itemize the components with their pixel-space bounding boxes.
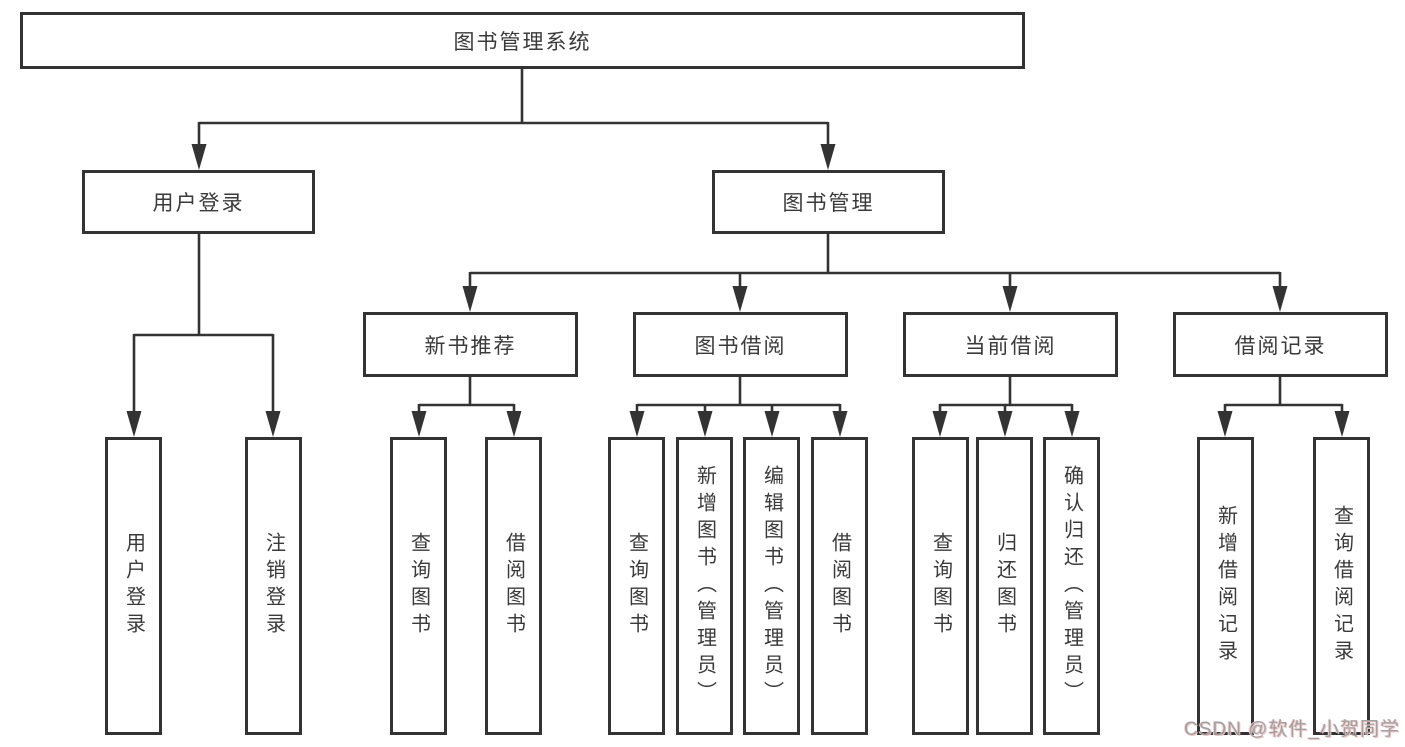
node-label: 图书借阅 [694,334,787,358]
node-label: 借阅图书 [502,532,525,640]
node-label: 注销登录 [262,532,285,640]
leaf-edit-book-admin: 编辑图书（管理员） [743,437,800,735]
leaf-query-books-3: 查询图书 [912,437,969,735]
node-new-book-recommend: 新书推荐 [363,312,578,377]
leaf-borrow-books-2: 借阅图书 [811,437,868,735]
node-root: 图书管理系统 [20,12,1025,69]
leaf-confirm-return-admin: 确认归还（管理员） [1043,437,1100,735]
arrowheads [126,144,1350,437]
leaf-query-books-1: 查询图书 [390,437,447,735]
node-label: 当前借阅 [964,334,1057,358]
node-label: 归还图书 [993,532,1016,640]
node-borrow-records: 借阅记录 [1173,312,1388,377]
node-label: 借阅记录 [1234,334,1327,358]
node-label: 用户登录 [122,532,145,640]
leaf-query-borrow-record: 查询借阅记录 [1313,437,1370,735]
leaf-logout: 注销登录 [245,437,302,735]
node-label: 查询图书 [625,532,648,640]
leaf-add-borrow-record: 新增借阅记录 [1197,437,1254,735]
node-label: 确认归还（管理员） [1060,464,1083,708]
node-current-borrow: 当前借阅 [903,312,1118,377]
node-label: 编辑图书（管理员） [760,464,783,708]
leaf-add-book-admin: 新增图书（管理员） [676,437,733,735]
node-label: 新书推荐 [424,334,517,358]
node-label: 图书管理系统 [453,30,592,54]
node-label: 新增图书（管理员） [693,464,716,708]
node-label: 查询借阅记录 [1330,505,1353,667]
node-book-management: 图书管理 [712,170,945,234]
leaf-query-books-2: 查询图书 [608,437,665,735]
node-label: 借阅图书 [828,532,851,640]
node-book-borrow: 图书借阅 [633,312,848,377]
node-label: 图书管理 [782,192,875,215]
node-label: 用户登录 [152,192,245,215]
csdn-watermark: CSDN @软件_小贺同学 [1184,719,1400,740]
node-label: 新增借阅记录 [1214,505,1237,667]
node-label: 查询图书 [929,532,952,640]
node-user-login: 用户登录 [82,170,315,234]
leaf-user-login: 用户登录 [105,437,162,735]
leaf-borrow-books-1: 借阅图书 [485,437,542,735]
leaf-return-books: 归还图书 [976,437,1033,735]
node-label: 查询图书 [407,532,430,640]
